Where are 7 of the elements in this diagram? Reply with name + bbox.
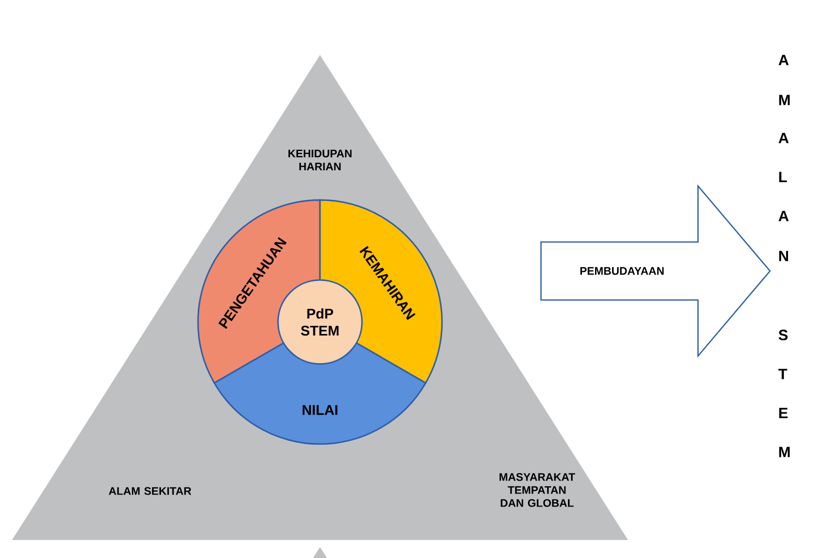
letter: E bbox=[779, 408, 788, 418]
letter: T bbox=[778, 368, 788, 380]
letter: L bbox=[779, 172, 787, 182]
letter: M bbox=[779, 94, 790, 106]
letter: A bbox=[778, 54, 789, 66]
letter: A bbox=[778, 132, 789, 144]
letter: M bbox=[779, 446, 790, 458]
